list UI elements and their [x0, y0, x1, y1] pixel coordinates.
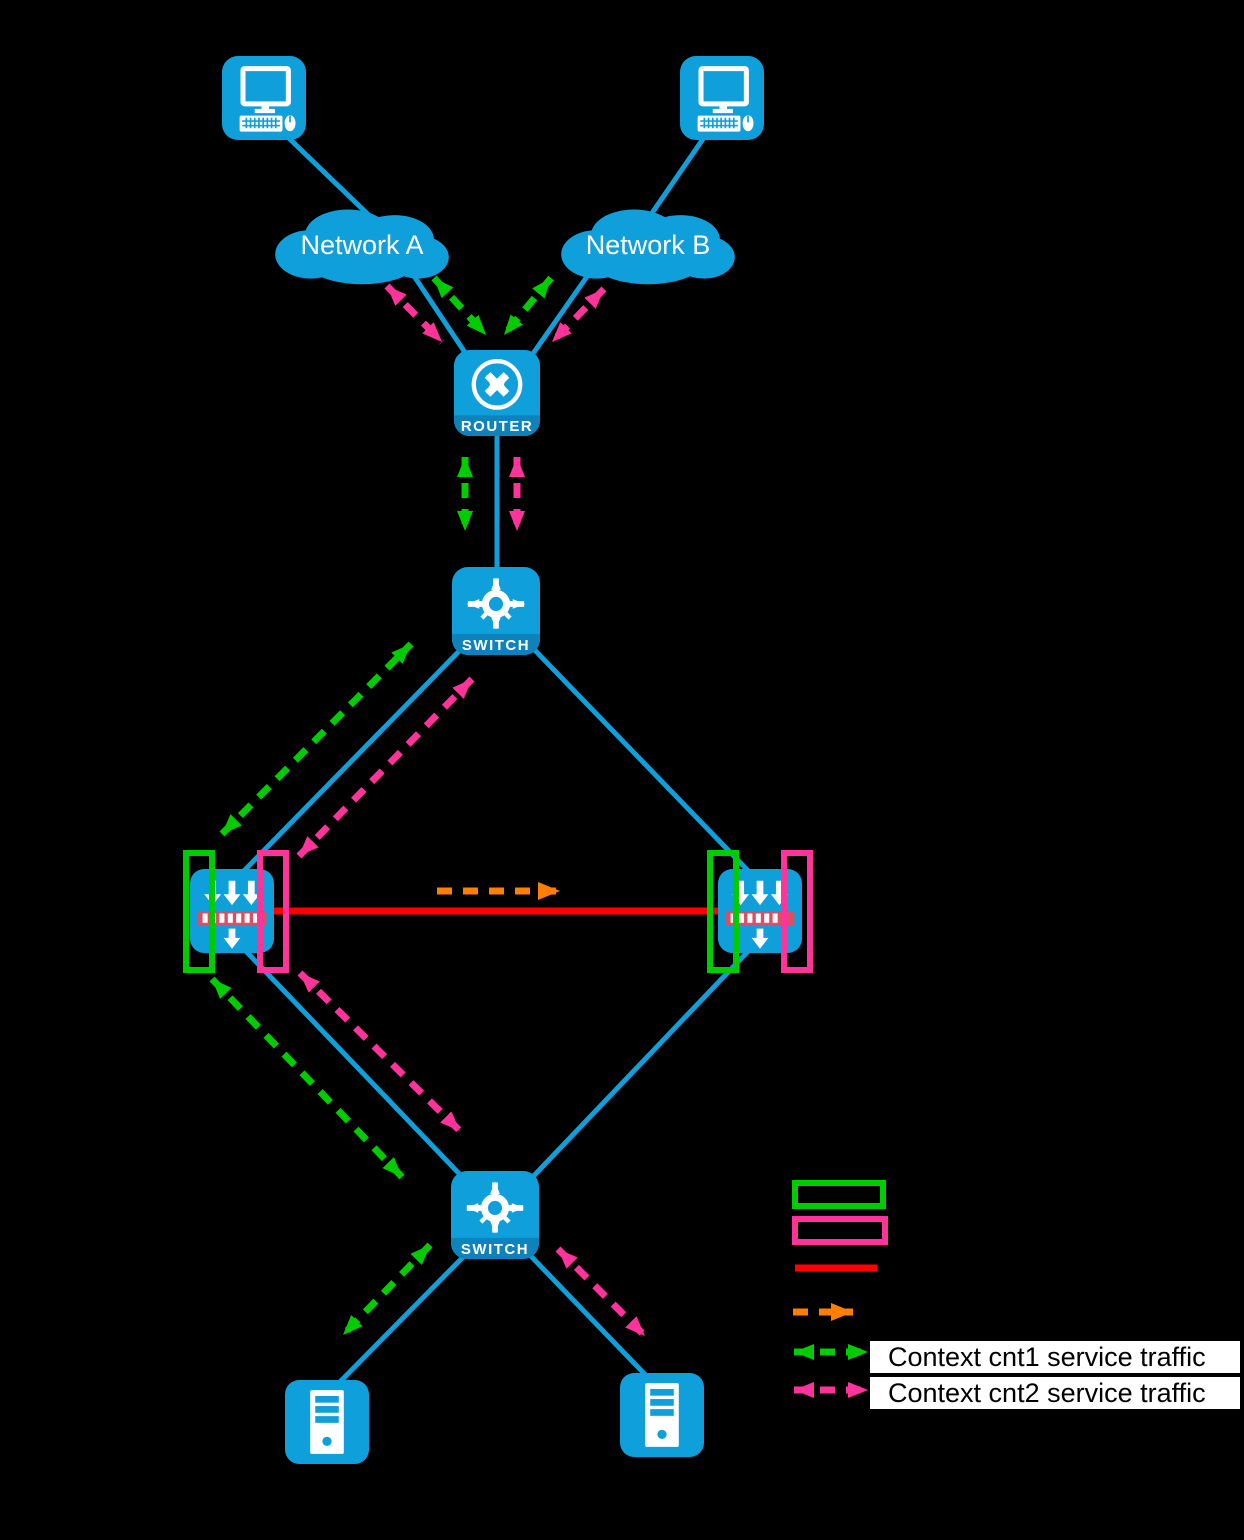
link-switch-top-lb-right [523, 638, 759, 882]
traffic-arrows [209, 275, 648, 1339]
network-a-label: Network A [300, 230, 423, 260]
legend-cnt2-label-box [870, 1377, 1240, 1409]
cnt1-arrow-switch-lb-left [219, 641, 414, 837]
cnt1-arrow-lb-left-switch-bottom [209, 976, 405, 1180]
workstation-b-icon [680, 56, 764, 140]
cnt1-bracket-lb-left [183, 850, 215, 973]
load-balancer-right-icon [718, 869, 802, 953]
cnt2-arrow-switch-server-right [555, 1246, 648, 1339]
context-brackets [183, 850, 813, 973]
legend: Context cnt1 service traffic Context cnt… [792, 1180, 1240, 1409]
link-switch-bottom-server-right [523, 1248, 662, 1392]
cnt2-bracket-lb-left [257, 850, 289, 973]
cnt2-arrow-cloud-a-router [384, 283, 445, 345]
switch-top-label: SWITCH [462, 637, 530, 654]
cnt1-arrow-switch-server-left [340, 1242, 433, 1338]
legend-cnt1-box-swatch [792, 1180, 886, 1209]
cnt1-bracket-lb-right [707, 850, 739, 973]
router-label: ROUTER [461, 418, 533, 435]
legend-cnt1-label-box [870, 1341, 1240, 1373]
legend-cnt1-label: Context cnt1 service traffic [888, 1342, 1206, 1372]
cnt1-arrow-cloud-b-router [501, 275, 554, 338]
cnt2-bracket-lb-right [781, 850, 813, 973]
cnt2-arrow-lb-left-switch-bottom [297, 970, 463, 1134]
legend-cnt2-box-swatch [792, 1216, 888, 1245]
link-switch-top-lb-left [233, 638, 472, 882]
server-left-icon [285, 1380, 369, 1464]
cnt2-arrow-switch-lb-left [296, 676, 475, 859]
workstation-a-icon [222, 56, 306, 140]
cnt1-arrow-cloud-a-router [431, 275, 489, 338]
server-right-icon [620, 1373, 704, 1457]
network-b-label: Network B [586, 230, 711, 260]
cnt2-arrow-cloud-b-router [549, 286, 607, 345]
legend-cnt2-label: Context cnt2 service traffic [888, 1378, 1206, 1408]
link-switch-bottom-server-left [325, 1248, 472, 1397]
link-lb-left-switch-bottom [238, 943, 472, 1187]
switch-bottom-label: SWITCH [461, 1241, 529, 1258]
link-lb-right-switch-bottom [523, 943, 756, 1187]
